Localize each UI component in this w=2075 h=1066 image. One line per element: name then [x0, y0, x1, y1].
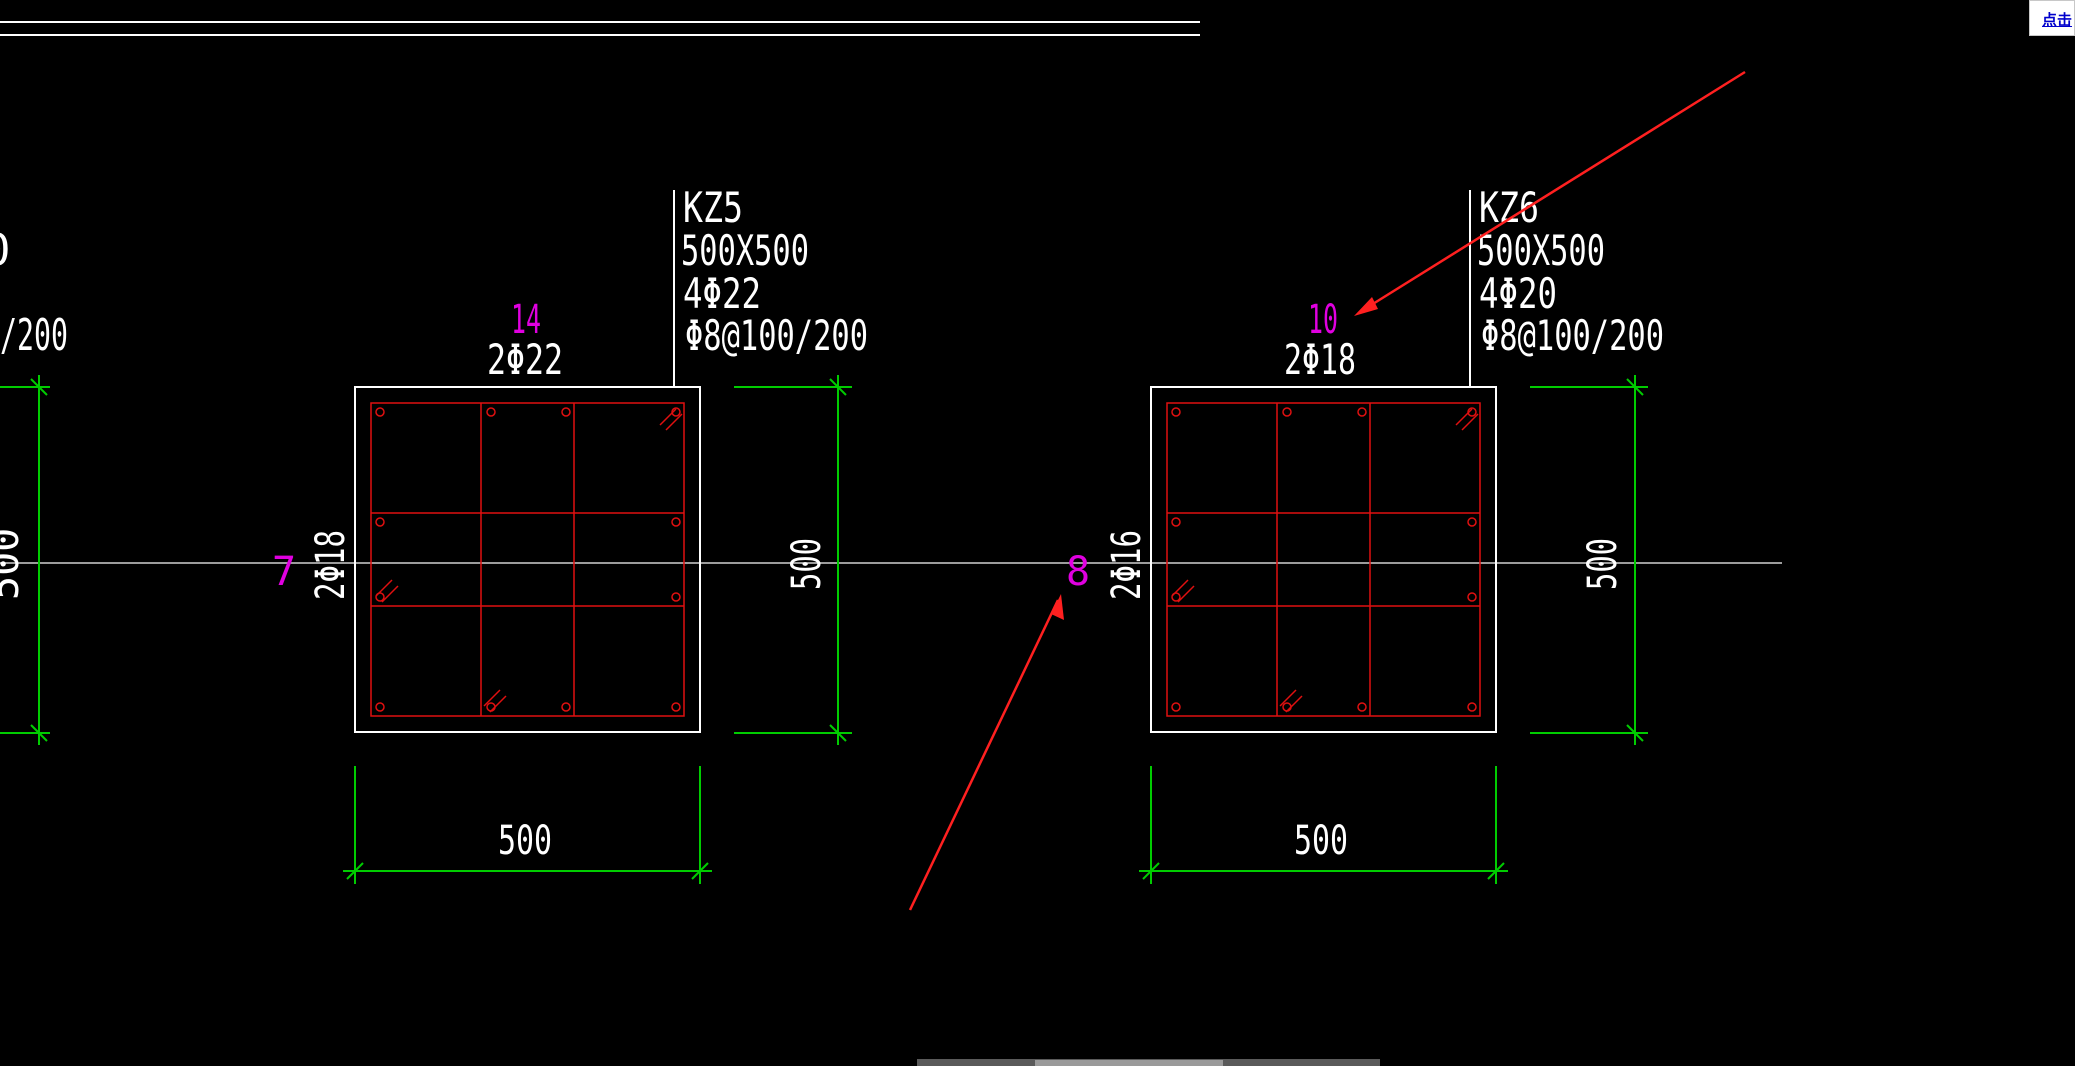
kz5-rebar-dots — [375, 407, 681, 712]
kz6-stirrup: Φ8@100/200 — [1481, 311, 1664, 360]
kz6-size: 500X500 — [1477, 226, 1605, 275]
kz5-corner-bars: 4Φ22 — [683, 269, 761, 318]
scrollbar-thumb[interactable] — [1035, 1060, 1223, 1066]
kz5-width-label: 500 — [498, 818, 552, 864]
kz5-section-outline — [354, 386, 701, 733]
kz5-stirrup: Φ8@100/200 — [685, 311, 868, 360]
kz5-side-count: 7 — [272, 549, 296, 595]
kz5-top-bars: 2Φ22 — [487, 335, 563, 384]
left-edge-char: 0 — [0, 225, 11, 276]
kz6-height-dimension — [1530, 375, 1648, 745]
title-rule-lines — [0, 21, 1200, 36]
kz5-top-count: 14 — [511, 297, 541, 343]
left-dimension — [0, 375, 50, 745]
kz5-size: 500X500 — [681, 226, 809, 275]
horizontal-scrollbar[interactable] — [917, 1059, 1380, 1066]
kz6-rebar-grid — [1166, 402, 1481, 717]
column-kz5[interactable]: KZ5 500X500 4Φ22 Φ8@100/200 14 2Φ22 7 2Φ… — [272, 183, 868, 884]
kz6-width-label: 500 — [1294, 818, 1348, 864]
kz5-name: KZ5 — [683, 183, 743, 232]
kz5-width-dimension — [343, 766, 712, 884]
kz5-rebar-grid — [370, 402, 685, 717]
kz5-side-bars: 2Φ18 — [308, 530, 354, 600]
annotation-arrow-top — [1354, 70, 1746, 316]
kz6-top-bars: 2Φ18 — [1284, 335, 1356, 384]
kz6-height-label: 500 — [1580, 538, 1626, 590]
left-partial-column: /200 0 500 — [0, 225, 68, 745]
column-kz6[interactable]: KZ6 500X500 4Φ20 Φ8@100/200 10 2Φ18 8 2Φ… — [1066, 183, 1664, 884]
kz6-hook-marks — [1171, 408, 1479, 713]
kz6-width-dimension — [1139, 766, 1508, 884]
kz6-section-outline — [1150, 386, 1497, 733]
left-spec-fragment: /200 — [0, 310, 68, 361]
kz6-corner-bars: 4Φ20 — [1479, 269, 1557, 318]
kz5-height-dimension — [734, 375, 852, 745]
kz6-side-count: 8 — [1066, 549, 1090, 595]
left-dim-label: 500 — [0, 528, 28, 600]
kz6-name: KZ6 — [1479, 183, 1539, 232]
corner-link-button[interactable]: 点击 — [2029, 0, 2075, 36]
kz6-top-count: 10 — [1308, 297, 1338, 343]
kz5-height-label: 500 — [784, 538, 830, 590]
kz5-hook-marks — [375, 408, 683, 713]
kz6-rebar-dots — [1171, 407, 1477, 712]
annotation-arrow-bottom — [908, 594, 1064, 911]
kz6-side-bars: 2Φ16 — [1104, 530, 1150, 600]
